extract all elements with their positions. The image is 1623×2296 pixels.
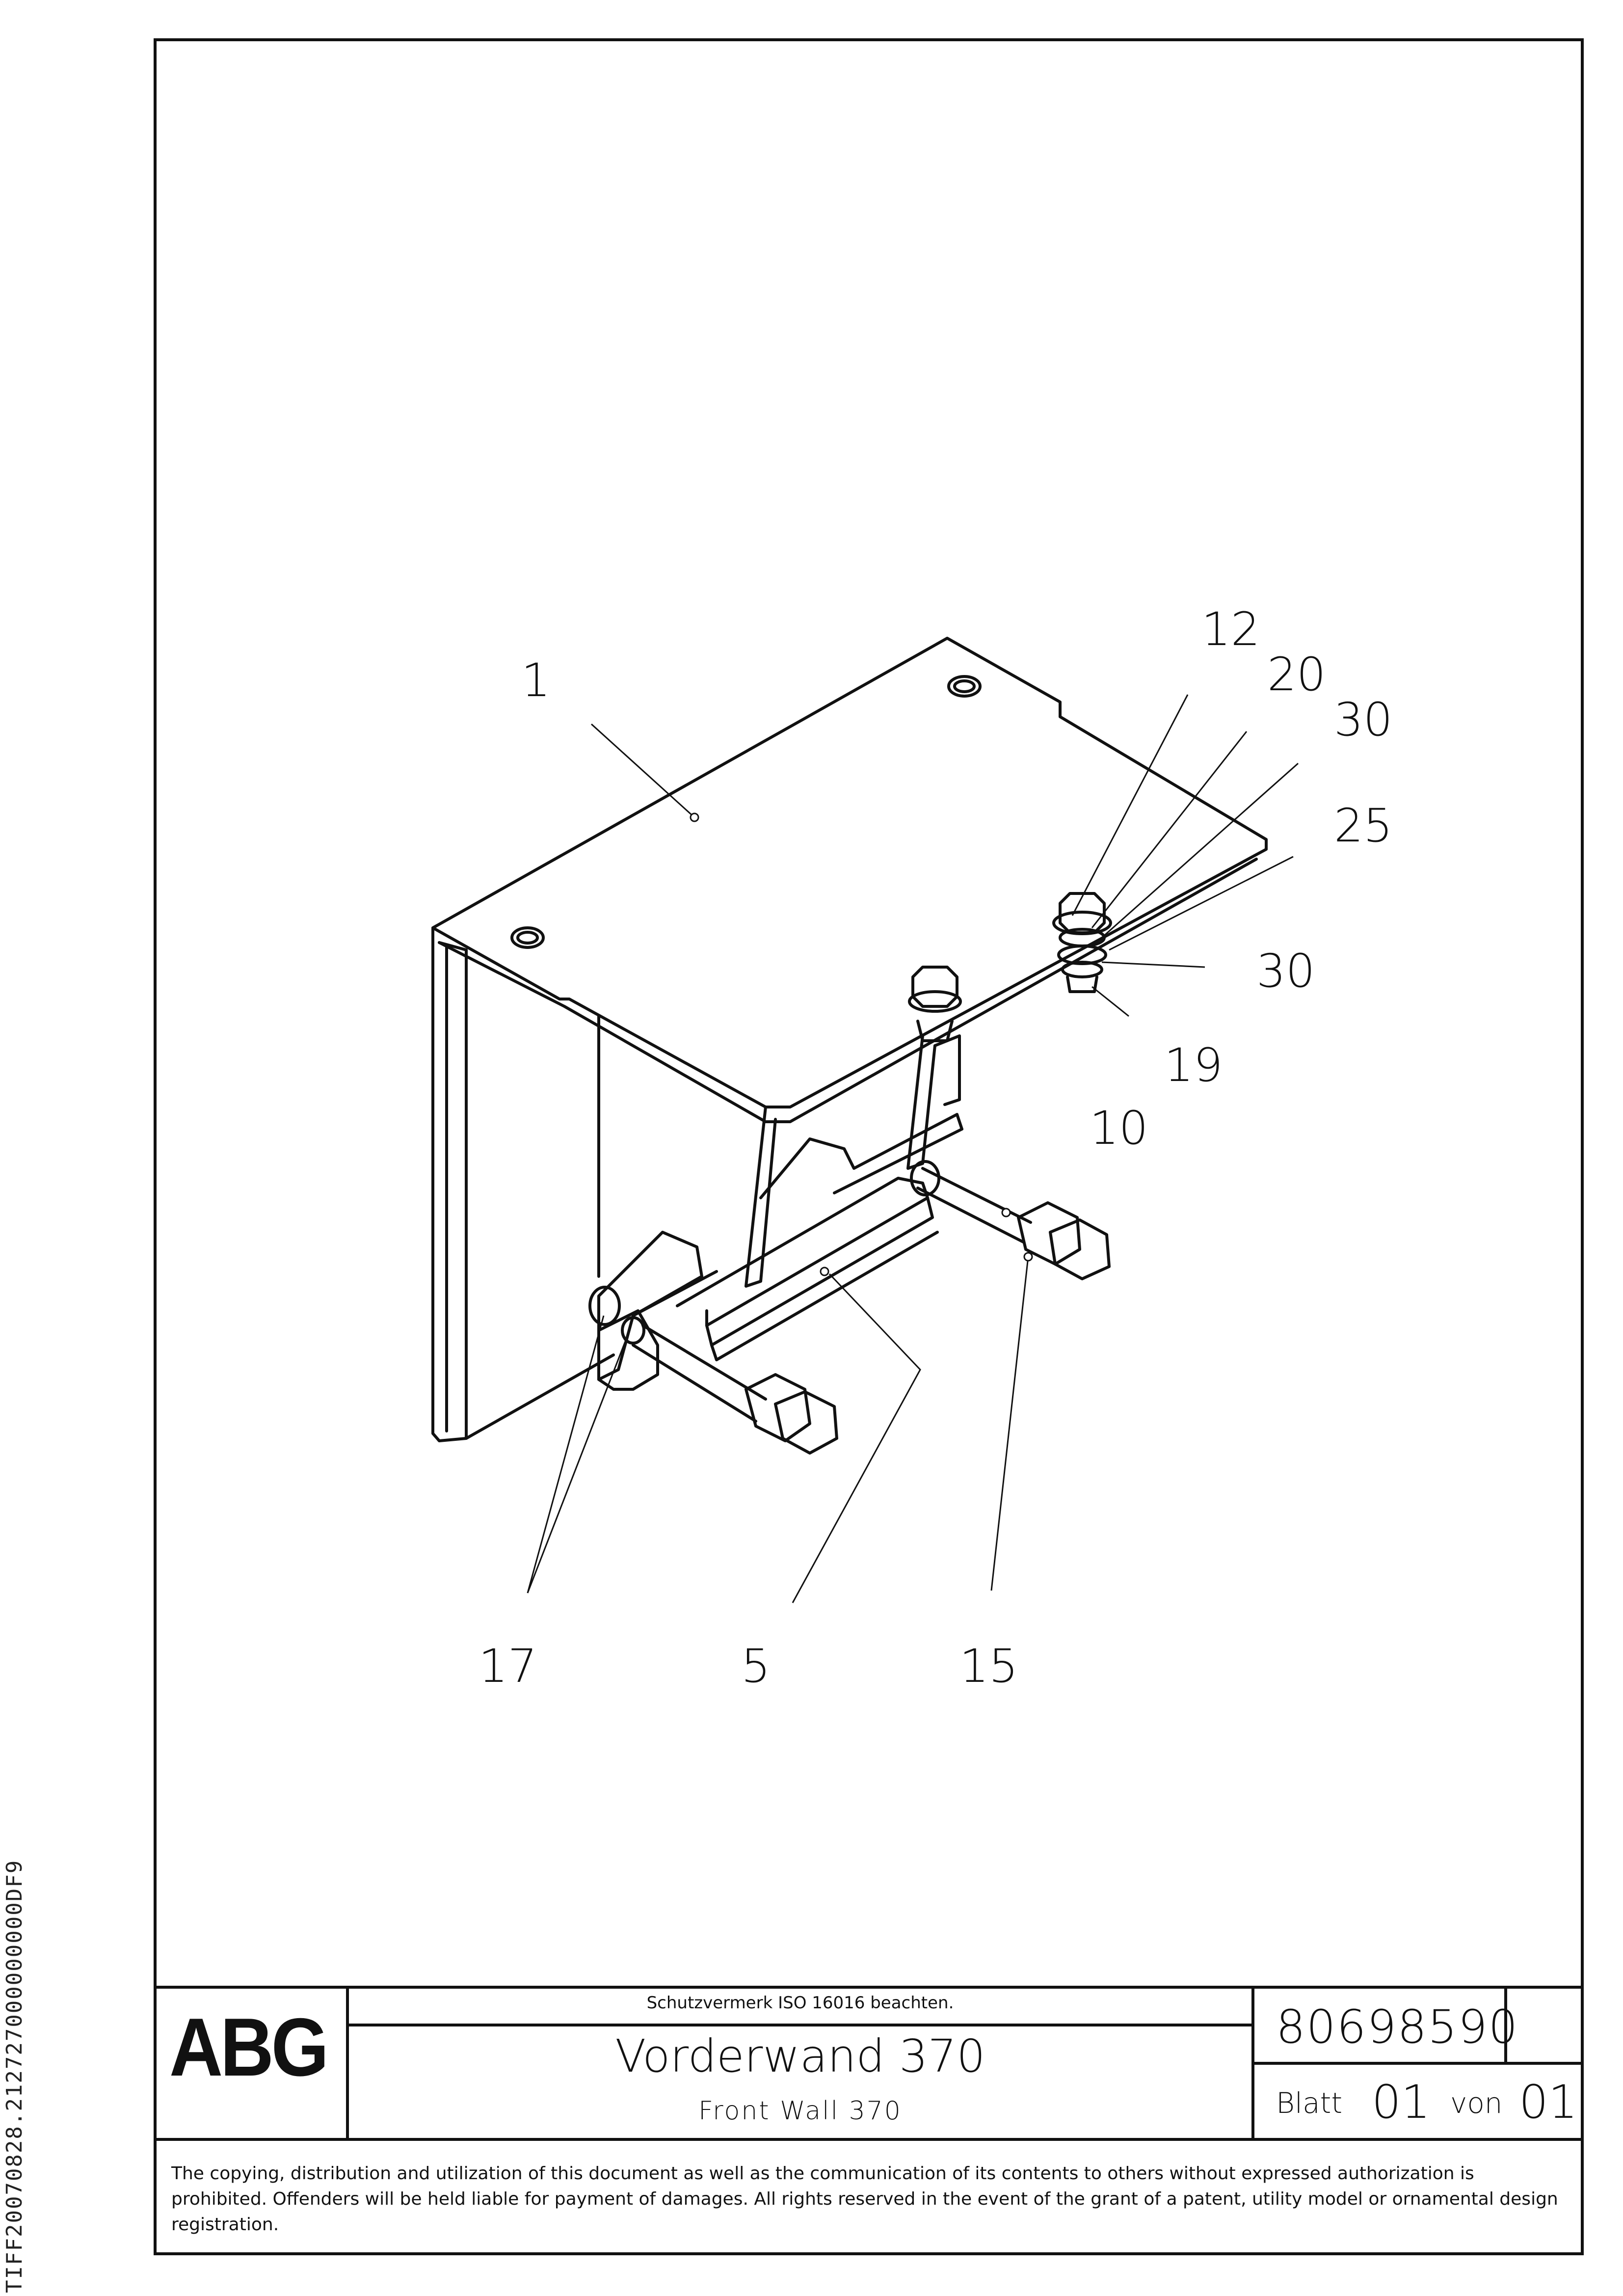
callout-12: 12 [1201,603,1260,656]
right-hex-nut [1017,1201,1081,1266]
leader-17a [527,1315,605,1594]
sheet-number: 01 [1372,2076,1431,2129]
of-label: von [1450,2086,1503,2120]
leader-20 [1091,731,1248,928]
top-plate-bend-line [438,858,1258,1123]
top-bolt-stack [1059,892,1106,934]
sheet-label: Blatt [1276,2086,1343,2120]
left-bolt-shank [632,1324,767,1423]
mounting-hole-left [510,926,545,949]
leader-5 [792,1273,921,1603]
left-hex-head [774,1390,838,1455]
leader-30-top [1101,762,1299,939]
cross-member [676,1177,929,1327]
right-hex-head [1049,1218,1111,1280]
top-plate-outline [431,637,1268,1108]
callout-5: 5 [741,1640,771,1693]
mounting-hole-right [947,675,982,698]
left-washer [588,1286,621,1326]
drawing-title-en: Front Wall 370 [698,2096,902,2126]
leader-1 [590,723,695,818]
callout-10: 10 [1090,1102,1148,1155]
drawing-title-de: Vorderwand 370 [615,2030,985,2082]
right-bolt-shank [916,1167,1032,1243]
callout-19: 19 [1164,1039,1223,1092]
leader-25 [1109,856,1294,951]
leader-19 [1091,986,1129,1017]
leader-30-mid [1101,961,1205,968]
callout-15: 15 [959,1640,1018,1693]
copyright-notice: The copying, distribution and utilizatio… [171,2163,1558,2235]
side-wall [431,926,468,1442]
callout-20: 20 [1267,648,1326,702]
leader-17b [527,1340,627,1594]
callout-1: 1 [521,654,551,707]
drawing-frame [154,38,1584,2255]
support-bracket [745,1106,777,1288]
plate-bolt [911,966,958,1008]
callout-17: 17 [479,1640,537,1693]
leader-15 [990,1256,1029,1591]
callout-30-top: 30 [1334,693,1393,747]
right-washer [910,1160,940,1196]
lower-wall-face [465,1353,615,1440]
leader-12 [1071,694,1189,916]
sheet-total: 01 [1519,2076,1578,2129]
left-hex-nut [745,1373,811,1442]
company-logo: ABG [169,2001,329,2093]
part-number: 80698590 [1276,2000,1519,2054]
callout-25: 25 [1334,799,1393,853]
protection-note: Schutzvermerk ISO 16016 beachten. [646,1993,954,2013]
callout-30-mid: 30 [1256,945,1315,998]
